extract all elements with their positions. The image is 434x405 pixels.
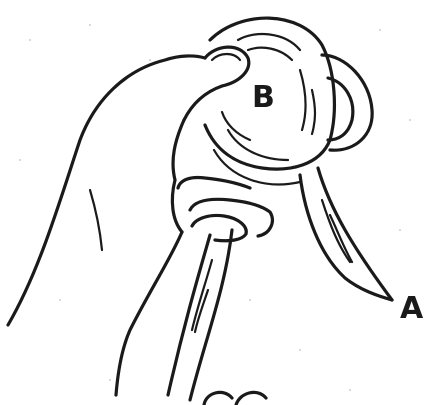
cropped-marks-bottom	[204, 392, 266, 405]
knot-loop-b	[205, 18, 372, 184]
cloth-tail-a	[300, 168, 392, 300]
hand	[8, 47, 272, 395]
label-b: B	[252, 80, 275, 115]
paper-speckle	[19, 24, 411, 391]
cloth-tail-bottom	[168, 230, 232, 400]
label-a: A	[400, 291, 424, 326]
